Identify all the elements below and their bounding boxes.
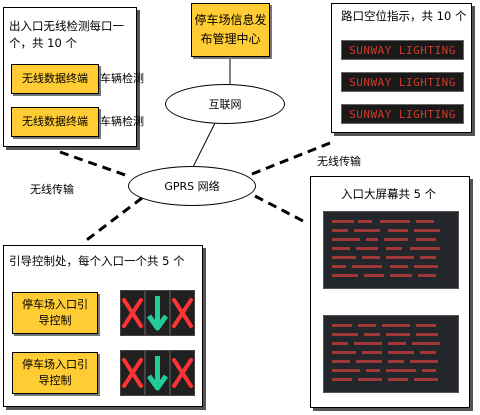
guidance-control-panel: 引导控制处，每个入口一个共 5 个 停车场入口引 导控制 停车场入口引 导控制 (3, 245, 203, 407)
entrance-guidance-controller-2: 停车场入口引 导控制 (12, 352, 98, 394)
management-center-box: 停车场信息发 布管理中心 (191, 3, 270, 57)
led-sign-1: SUNWAY LIGHTING (341, 40, 464, 60)
entrance-screen-title: 入口大屏幕共 5 个 (341, 187, 437, 201)
management-center-line2: 布管理中心 (200, 32, 261, 46)
red-x-signal (170, 350, 195, 396)
gprs-label: GPRS 网络 (164, 180, 220, 193)
controller-1-line2: 导控制 (38, 314, 72, 327)
internet-label: 互联网 (208, 98, 242, 111)
road-vacancy-title: 路口空位指示，共 10 个 (341, 9, 467, 23)
wireless-link-left-top (59, 150, 129, 178)
wireless-label-right: 无线传输 (317, 155, 361, 168)
vehicle-detection-label-1: 车辆检测 (100, 72, 144, 85)
road-vacancy-panel: 路口空位指示，共 10 个 SUNWAY LIGHTING SUNWAY LIG… (331, 3, 472, 133)
red-x-signal (170, 290, 195, 336)
green-arrow-signal (145, 290, 170, 336)
red-x-icon (172, 358, 193, 388)
guidance-panel-title: 引导控制处，每个入口一个共 5 个 (9, 254, 185, 268)
green-arrow-signal (145, 350, 170, 396)
entrance-display-screen-2 (323, 315, 459, 393)
wireless-terminal-2: 无线数据终端 (11, 107, 99, 137)
red-x-signal (120, 350, 145, 396)
screen-text-pattern (332, 220, 440, 277)
controller-2-line1: 停车场入口引 (22, 358, 88, 371)
entrance-display-screen-1 (323, 211, 459, 289)
wireless-link-left-bottom (83, 196, 143, 244)
led-sign-2: SUNWAY LIGHTING (341, 72, 464, 92)
management-center-line1: 停车场信息发 (194, 13, 267, 27)
internet-to-gprs-line (192, 118, 218, 168)
gprs-network-node: GPRS 网络 (128, 166, 256, 206)
red-x-icon (122, 358, 143, 388)
controller-2-line2: 导控制 (38, 374, 72, 387)
entrance-guidance-controller-1: 停车场入口引 导控制 (12, 292, 98, 334)
green-down-arrow-icon (146, 356, 169, 391)
detection-panel: 出入口无线检测每口一个，共 10 个 无线数据终端 车辆检测 无线数据终端 车辆… (3, 7, 144, 147)
controller-1-line1: 停车场入口引 (22, 298, 88, 311)
red-x-signal (120, 290, 145, 336)
red-x-icon (122, 298, 143, 328)
red-x-icon (172, 298, 193, 328)
entrance-screen-panel: 入口大屏幕共 5 个 (310, 176, 470, 408)
led-sign-3: SUNWAY LIGHTING (341, 104, 464, 124)
wireless-terminal-1: 无线数据终端 (11, 64, 99, 94)
vehicle-detection-label-2: 车辆检测 (100, 115, 144, 128)
internet-node: 互联网 (165, 84, 285, 124)
green-down-arrow-icon (146, 296, 169, 331)
wireless-link-right-bottom (254, 194, 306, 224)
detection-panel-title: 出入口无线检测每口一个，共 10 个 (9, 19, 124, 50)
screen-text-pattern (332, 324, 440, 381)
wireless-label-left: 无线传输 (30, 183, 74, 196)
